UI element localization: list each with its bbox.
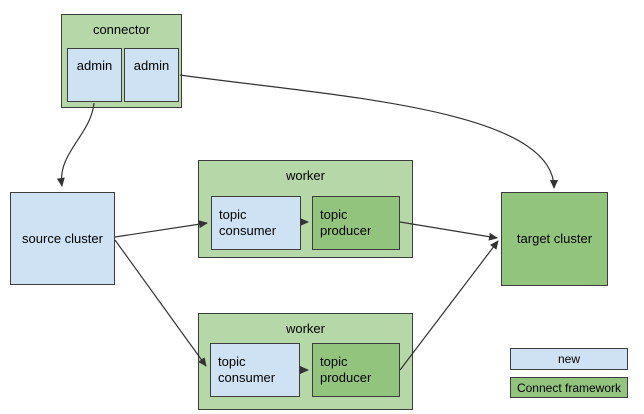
source-cluster-box: source cluster xyxy=(10,192,115,285)
arrow-admin-to-source xyxy=(56,102,95,187)
topic-producer-top-box: topic producer xyxy=(312,196,400,250)
source-cluster-label: source cluster xyxy=(22,230,103,246)
arrow-source-to-consumer-top xyxy=(114,220,208,238)
target-cluster-label: target cluster xyxy=(516,231,593,246)
admin-left-label: admin xyxy=(76,58,113,73)
worker-top-label: worker xyxy=(285,168,325,183)
legend-connect-framework-label: Connect framework xyxy=(516,380,622,395)
connector-label: connector xyxy=(92,22,151,37)
topic-producer-bottom-box: topic producer xyxy=(312,343,400,397)
admin-right-label: admin xyxy=(133,58,170,73)
arrow-producer-top-to-target xyxy=(399,221,498,241)
legend-connect-framework-box: Connect framework xyxy=(510,377,628,398)
admin-right-box: admin xyxy=(124,48,179,102)
topic-producer-bottom-label: topic producer xyxy=(320,354,372,385)
topic-consumer-bottom-label: topic consumer xyxy=(218,354,276,385)
topic-consumer-top-label: topic consumer xyxy=(219,207,277,238)
legend-new-label: new xyxy=(557,352,580,366)
admin-left-box: admin xyxy=(67,48,122,102)
topic-consumer-bottom-box: topic consumer xyxy=(210,343,300,397)
arrow-source-to-consumer-bottom xyxy=(114,239,207,367)
topic-producer-top-label: topic producer xyxy=(320,207,372,238)
worker-bottom-label: worker xyxy=(285,321,325,336)
arrow-producer-bottom-to-target xyxy=(399,240,499,371)
target-cluster-box: target cluster xyxy=(501,192,608,286)
topic-consumer-top-box: topic consumer xyxy=(211,196,301,250)
legend-new-box: new xyxy=(510,348,628,370)
